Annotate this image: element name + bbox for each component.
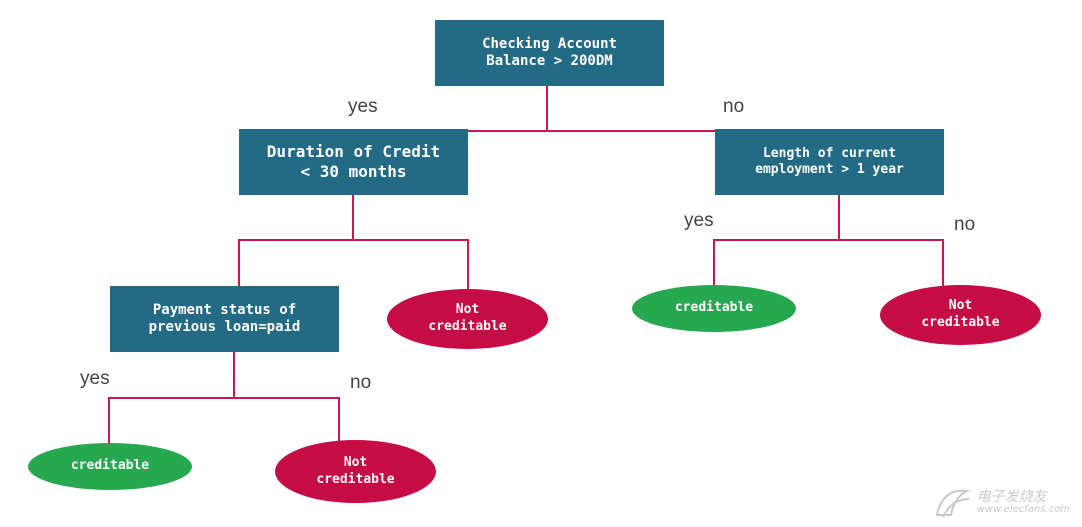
node-label-line: Length of current bbox=[762, 145, 897, 161]
leaf-not-creditable-bottom: Not creditable bbox=[275, 440, 436, 503]
decision-node-checking-balance: Checking Account Balance > 200DM bbox=[435, 20, 664, 86]
edge-label-payment-yes: yes bbox=[80, 368, 110, 389]
leaf-label-line: creditable bbox=[674, 300, 754, 316]
connector-to-not-creditable-mid bbox=[467, 239, 469, 290]
node-label-line: Checking Account bbox=[482, 35, 617, 52]
edge-label-payment-no: no bbox=[350, 372, 372, 393]
node-label-line: Duration of Credit bbox=[266, 142, 441, 161]
connector-to-creditable-bottom bbox=[108, 397, 110, 445]
leaf-label-line: Not bbox=[455, 302, 480, 318]
decision-node-credit-duration: Duration of Credit < 30 months bbox=[239, 129, 468, 195]
connector-duration-down bbox=[352, 194, 354, 240]
leaf-label-line: creditable bbox=[70, 458, 150, 474]
leaf-label-line: creditable bbox=[428, 319, 507, 334]
connector-employment-down bbox=[838, 194, 840, 240]
node-label-line: previous loan=paid bbox=[148, 319, 301, 335]
leaf-label-line: creditable bbox=[921, 315, 1000, 330]
node-label-line: Payment status of bbox=[152, 301, 297, 318]
leaf-label-line: creditable bbox=[316, 471, 395, 487]
leaf-label-line: Not bbox=[343, 454, 368, 470]
edge-label-root-no: no bbox=[723, 96, 745, 117]
connector-to-not-creditable-right bbox=[942, 239, 944, 286]
leaf-not-creditable-right: Not creditable bbox=[880, 285, 1041, 345]
node-label-line: Balance > 200DM bbox=[486, 53, 613, 69]
elecfans-watermark: 电子发烧友 www.elecfans.com bbox=[933, 485, 1070, 521]
connector-to-creditable-right bbox=[713, 239, 715, 286]
connector-employment-branch bbox=[713, 239, 944, 241]
leaf-creditable-right: creditable bbox=[632, 285, 796, 332]
watermark-title: 电子发烧友 bbox=[976, 489, 1047, 506]
connector-payment-down bbox=[233, 351, 235, 398]
connector-root-down bbox=[546, 86, 548, 131]
connector-duration-branch bbox=[238, 239, 469, 241]
connector-root-branch bbox=[352, 130, 839, 132]
edge-label-employment-no: no bbox=[954, 214, 976, 235]
leaf-not-creditable-mid: Not creditable bbox=[387, 289, 548, 349]
connector-to-not-creditable-bottom bbox=[338, 397, 340, 441]
edge-label-employment-yes: yes bbox=[684, 210, 714, 231]
leaf-label-line: Not bbox=[948, 298, 973, 314]
edge-label-root-yes: yes bbox=[348, 96, 378, 117]
connector-payment-branch bbox=[108, 397, 340, 399]
node-label-line: employment > 1 year bbox=[755, 162, 904, 177]
leaf-creditable-bottom: creditable bbox=[28, 443, 192, 490]
connector-to-payment bbox=[238, 239, 240, 286]
decision-node-payment-status: Payment status of previous loan=paid bbox=[110, 286, 339, 352]
node-label-line: < 30 months bbox=[300, 162, 407, 181]
watermark-url: www.elecfans.com bbox=[976, 504, 1070, 516]
decision-node-employment-length: Length of current employment > 1 year bbox=[715, 129, 944, 195]
elecfans-logo-icon bbox=[935, 489, 970, 518]
